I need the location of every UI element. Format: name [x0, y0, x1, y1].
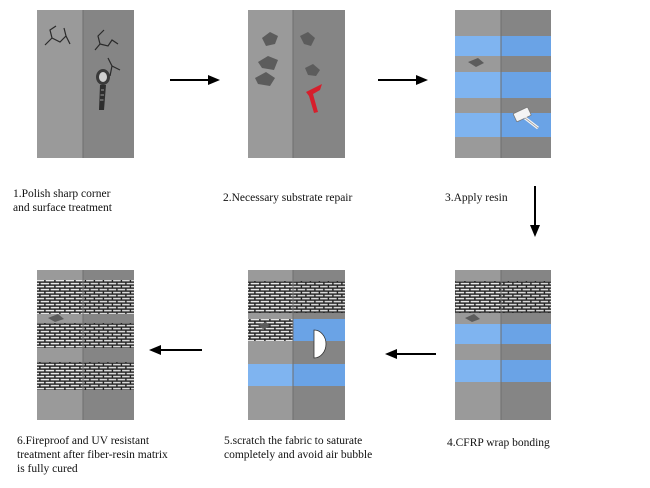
step-5-caption: 5.scratch the fabric to saturate complet… — [224, 435, 373, 461]
column-step-4 — [455, 270, 551, 420]
grinder-icon — [96, 69, 110, 110]
roller-icon — [512, 106, 539, 130]
resin-bands — [455, 36, 551, 137]
arrow-right-icon — [378, 75, 428, 85]
column-step-1 — [37, 10, 134, 158]
arrow-left-icon — [385, 349, 436, 359]
arrow-down-icon — [530, 186, 540, 237]
scraper-icon — [306, 84, 322, 113]
crack-lines — [44, 25, 121, 77]
step-1-caption: 1.Polish sharp corner and surface treatm… — [13, 188, 112, 214]
column-step-2 — [248, 10, 345, 158]
step-3-caption: 3.Apply resin — [445, 192, 508, 204]
column-step-5 — [248, 270, 345, 420]
arrow-left-icon — [149, 345, 202, 355]
column-step-6 — [37, 270, 134, 420]
step-2-caption: 2.Necessary substrate repair — [223, 192, 353, 204]
column-step-3 — [455, 10, 551, 158]
step-6-caption: 6.Fireproof and UV resistant treatment a… — [17, 435, 168, 475]
air-bubble-icon — [313, 329, 327, 359]
step-4-caption: 4.CFRP wrap bonding — [447, 437, 550, 449]
repair-patches — [255, 32, 320, 86]
arrow-right-icon — [170, 75, 220, 85]
